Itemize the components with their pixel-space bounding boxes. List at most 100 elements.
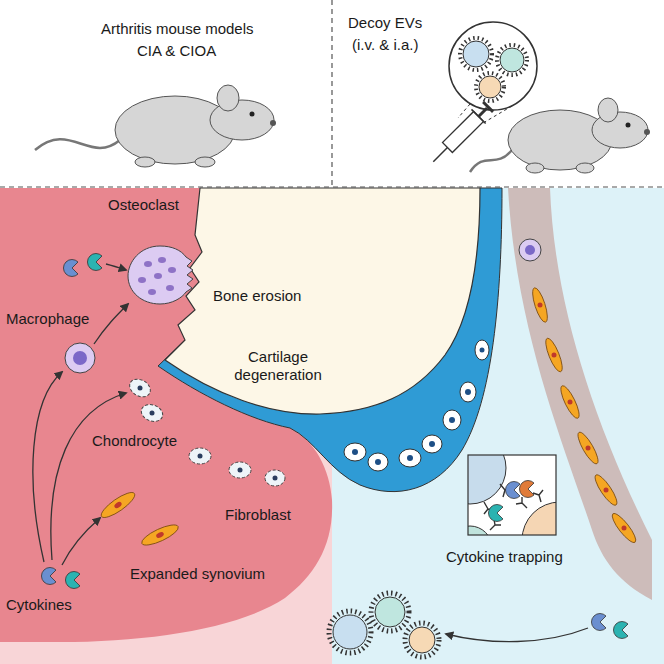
shape-ellipse — [399, 449, 421, 467]
shape-circle — [449, 22, 537, 110]
decoy-evs — [329, 593, 439, 657]
shape-path — [533, 490, 543, 502]
shape-ellipse — [460, 382, 476, 402]
shape-rect — [468, 455, 556, 535]
shape-ellipse — [344, 443, 366, 461]
label: Fibroblast — [225, 506, 291, 524]
shape-ellipse — [148, 289, 156, 295]
shape-circle — [375, 459, 381, 465]
syringe — [426, 99, 496, 169]
shape-circle — [644, 129, 650, 135]
trapping-inset — [434, 432, 598, 578]
label: Decoy EVs — [348, 14, 422, 32]
shape-ellipse — [422, 435, 442, 453]
shape-ellipse — [168, 267, 176, 273]
shape-ellipse — [154, 273, 162, 279]
cytokines — [63, 254, 102, 277]
shape-ellipse — [155, 531, 164, 539]
label: Macrophage — [6, 310, 89, 328]
shape-use — [591, 614, 606, 631]
shape-circle — [409, 627, 435, 653]
bone — [165, 188, 480, 414]
cytokines — [591, 614, 628, 639]
shape-circle — [238, 468, 243, 473]
shape-circle — [463, 41, 489, 67]
shape-line — [433, 148, 447, 162]
macrophage — [65, 343, 95, 373]
shape-circle — [460, 38, 492, 70]
shape-rect — [482, 101, 494, 113]
divider — [0, 186, 664, 187]
shape-circle — [333, 615, 367, 649]
shape-ellipse — [598, 98, 618, 122]
shape-circle — [497, 45, 527, 75]
macrophage — [519, 239, 541, 261]
shape-ellipse — [368, 453, 388, 471]
shape-circle — [480, 348, 485, 353]
shape-ellipse — [526, 163, 544, 173]
shape-ellipse — [98, 489, 138, 522]
shape-circle — [522, 502, 556, 535]
dying-chondrocytes — [126, 376, 285, 486]
shape-ellipse — [609, 511, 639, 546]
label: Osteoclast — [108, 196, 179, 214]
shape-line — [471, 109, 485, 123]
label: (i.v. & i.a.) — [352, 36, 418, 54]
shape-ellipse — [189, 448, 211, 464]
shape-ellipse — [139, 402, 165, 425]
shape-circle — [429, 441, 435, 447]
shape-ellipse — [229, 462, 251, 478]
shape-circle — [479, 76, 501, 98]
shape-path — [94, 304, 128, 344]
divider — [331, 0, 332, 188]
shape-use — [63, 260, 78, 277]
shape-use — [613, 622, 628, 639]
shape-ellipse — [144, 261, 152, 267]
shape-circle — [500, 48, 524, 72]
shape-line — [478, 106, 512, 126]
shape-path — [62, 518, 100, 565]
shape-ellipse — [166, 285, 174, 291]
mouse — [35, 85, 276, 167]
shape-path — [128, 246, 193, 304]
shape-ellipse — [592, 472, 620, 507]
osteoclast — [128, 246, 193, 304]
shape-ellipse — [575, 430, 602, 466]
shape-line — [458, 104, 470, 118]
shape-ellipse — [113, 501, 122, 510]
shape-ellipse — [475, 340, 489, 360]
shape-use — [41, 568, 56, 585]
shape-path — [516, 497, 527, 508]
shape-circle — [198, 454, 203, 459]
shape-circle — [138, 386, 143, 391]
label: Expanded synovium — [130, 565, 265, 583]
cartilage — [158, 188, 502, 492]
shape-circle — [270, 120, 276, 126]
shape-ellipse — [126, 376, 153, 401]
chondrocytes — [344, 340, 489, 471]
shape-circle — [476, 73, 504, 101]
shape-ellipse — [265, 470, 285, 486]
shape-circle — [150, 411, 155, 416]
chondrocyte-nuclei — [352, 348, 485, 466]
label: Cartilage degeneration — [228, 348, 328, 384]
shape-path — [470, 150, 512, 172]
shape-circle — [352, 449, 358, 455]
shape-g — [468, 455, 556, 535]
ev-circle — [449, 22, 537, 126]
shape-circle — [626, 123, 631, 128]
shape-circle — [375, 597, 405, 627]
shape-ellipse — [543, 336, 566, 373]
shape-ellipse — [138, 277, 146, 283]
shape-ellipse — [158, 257, 166, 263]
shape-ellipse — [135, 157, 155, 167]
shape-circle — [329, 611, 371, 653]
shape-circle — [604, 488, 609, 493]
label: Bone erosion — [213, 287, 301, 305]
shape-ellipse — [558, 384, 583, 421]
shape-ellipse — [443, 410, 461, 430]
shape-path — [35, 139, 120, 150]
shape-circle — [65, 343, 95, 373]
